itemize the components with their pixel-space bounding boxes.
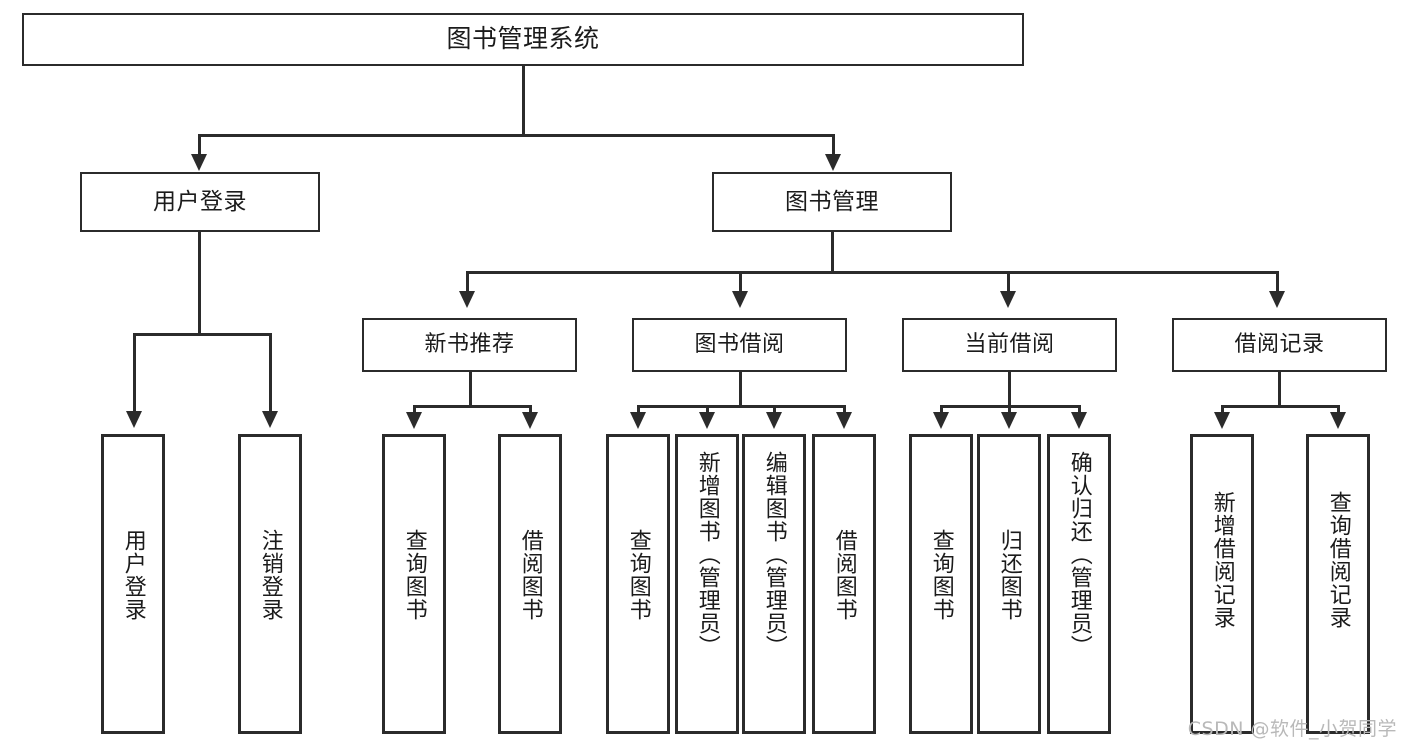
- connector-cb-stem: [1008, 372, 1011, 407]
- node-root-system[interactable]: 图书管理系统: [22, 13, 1024, 66]
- connector-book-manage-stem: [831, 232, 834, 273]
- connector-user-login-left: [133, 333, 136, 413]
- connector-book-manage-c4: [1276, 271, 1279, 293]
- connector-bb-c4: [843, 405, 846, 415]
- connector-br-bar: [1221, 405, 1339, 408]
- connector-root-to-book-manage: [832, 134, 835, 156]
- arrow-to-leaf-query-book-2: [630, 412, 646, 429]
- connector-root-to-user-login: [198, 134, 201, 156]
- arrow-to-new-book-recommend: [459, 291, 475, 308]
- arrow-to-leaf-borrow-book-2: [836, 412, 852, 429]
- connector-cb-c1: [940, 405, 943, 415]
- node-leaf-query-book-1[interactable]: 查询图书: [382, 434, 446, 734]
- connector-nbr-r: [529, 405, 532, 415]
- arrow-to-current-borrow: [1000, 291, 1016, 308]
- node-leaf-user-logout[interactable]: 注销登录: [238, 434, 302, 734]
- node-leaf-query-book-2[interactable]: 查询图书: [606, 434, 670, 734]
- connector-root-bar: [198, 134, 834, 137]
- node-label: 当前借阅: [964, 331, 1055, 357]
- node-leaf-user-login[interactable]: 用户登录: [101, 434, 165, 734]
- arrow-to-book-borrow: [732, 291, 748, 308]
- node-current-borrow[interactable]: 当前借阅: [902, 318, 1117, 372]
- connector-user-login-right: [269, 333, 272, 413]
- node-leaf-query-book-3[interactable]: 查询图书: [909, 434, 973, 734]
- connector-bb-c3: [773, 405, 776, 415]
- node-book-manage[interactable]: 图书管理: [712, 172, 952, 232]
- node-book-borrow[interactable]: 图书借阅: [632, 318, 847, 372]
- node-label: 用户登录: [120, 529, 146, 621]
- node-borrow-record[interactable]: 借阅记录: [1172, 318, 1387, 372]
- arrow-root-to-user-login: [191, 154, 207, 171]
- node-label: 借阅图书: [831, 529, 857, 621]
- node-leaf-confirm-return[interactable]: 确认归还（管理员）: [1047, 434, 1111, 734]
- connector-bb-stem: [739, 372, 742, 407]
- node-leaf-query-record[interactable]: 查询借阅记录: [1306, 434, 1370, 734]
- arrow-root-to-book-manage: [825, 154, 841, 171]
- arrow-to-leaf-return-book: [1001, 412, 1017, 429]
- node-leaf-add-book[interactable]: 新增图书（管理员）: [675, 434, 739, 734]
- connector-bb-bar: [637, 405, 845, 408]
- arrow-to-leaf-user-login: [126, 411, 142, 428]
- connector-user-login-bar: [133, 333, 271, 336]
- node-label: 图书借阅: [694, 331, 785, 357]
- connector-nbr-l: [413, 405, 416, 415]
- connector-cb-c2: [1008, 405, 1011, 415]
- node-label: 借阅图书: [517, 529, 543, 621]
- connector-nbr-bar: [413, 405, 531, 408]
- connector-book-manage-c3: [1007, 271, 1010, 293]
- arrow-to-leaf-query-book-3: [933, 412, 949, 429]
- node-leaf-borrow-book-1[interactable]: 借阅图书: [498, 434, 562, 734]
- arrow-to-leaf-add-book: [699, 412, 715, 429]
- node-label: 查询图书: [625, 529, 651, 621]
- arrow-to-leaf-query-record: [1330, 412, 1346, 429]
- node-leaf-edit-book[interactable]: 编辑图书（管理员）: [742, 434, 806, 734]
- node-leaf-borrow-book-2[interactable]: 借阅图书: [812, 434, 876, 734]
- node-label: 图书管理系统: [446, 24, 600, 54]
- connector-br-r: [1337, 405, 1340, 415]
- node-label: 编辑图书（管理员）: [761, 451, 787, 658]
- node-label: 确认归还（管理员）: [1066, 451, 1092, 658]
- connector-root-stem: [522, 66, 525, 136]
- arrow-to-leaf-add-record: [1214, 412, 1230, 429]
- node-label: 图书管理: [785, 188, 879, 215]
- connector-bb-c1: [637, 405, 640, 415]
- connector-book-manage-bar: [466, 271, 1278, 274]
- node-label: 查询借阅记录: [1325, 491, 1351, 629]
- connector-bb-c2: [706, 405, 709, 415]
- arrow-to-leaf-borrow-book-1: [522, 412, 538, 429]
- node-label: 用户登录: [153, 188, 247, 215]
- connector-user-login-stem: [198, 232, 201, 335]
- connector-book-manage-c1: [466, 271, 469, 293]
- node-label: 借阅记录: [1234, 331, 1325, 357]
- node-label: 归还图书: [996, 529, 1022, 621]
- connector-book-manage-c2: [739, 271, 742, 293]
- connector-br-stem: [1278, 372, 1281, 407]
- node-label: 新书推荐: [424, 331, 515, 357]
- connector-br-l: [1221, 405, 1224, 415]
- node-label: 注销登录: [257, 529, 283, 621]
- connector-nbr-stem: [469, 372, 472, 407]
- node-label: 查询图书: [401, 529, 427, 621]
- node-label: 新增借阅记录: [1209, 491, 1235, 629]
- arrow-to-borrow-record: [1269, 291, 1285, 308]
- arrow-to-leaf-user-logout: [262, 411, 278, 428]
- connector-cb-c3: [1078, 405, 1081, 415]
- arrow-to-leaf-edit-book: [766, 412, 782, 429]
- arrow-to-leaf-confirm-return: [1071, 412, 1087, 429]
- node-label: 查询图书: [928, 529, 954, 621]
- arrow-to-leaf-query-book-1: [406, 412, 422, 429]
- node-leaf-return-book[interactable]: 归还图书: [977, 434, 1041, 734]
- node-label: 新增图书（管理员）: [694, 451, 720, 658]
- node-user-login[interactable]: 用户登录: [80, 172, 320, 232]
- node-leaf-add-record[interactable]: 新增借阅记录: [1190, 434, 1254, 734]
- node-new-book-recommend[interactable]: 新书推荐: [362, 318, 577, 372]
